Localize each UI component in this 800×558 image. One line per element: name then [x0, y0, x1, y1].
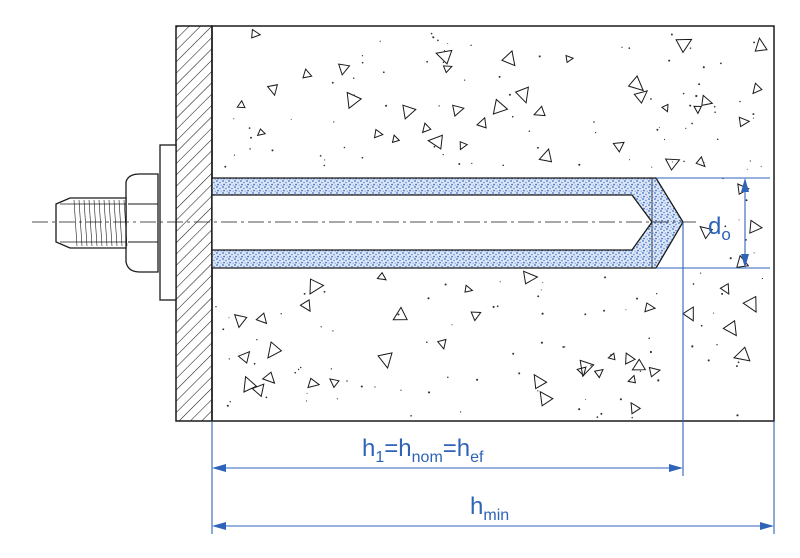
fixture-plate	[175, 25, 213, 422]
washer	[159, 144, 177, 301]
embedment-depth-label: h1=hnom=hef	[362, 435, 484, 466]
hole-diameter-label: do	[708, 213, 731, 244]
nut	[125, 173, 159, 273]
arrow-head-icon	[212, 178, 774, 530]
min-thickness-label: hmin	[470, 493, 509, 524]
rod-end	[55, 197, 127, 249]
thread-lines	[60, 199, 128, 247]
dimension-lines	[211, 177, 775, 534]
threaded-rod	[211, 194, 653, 251]
